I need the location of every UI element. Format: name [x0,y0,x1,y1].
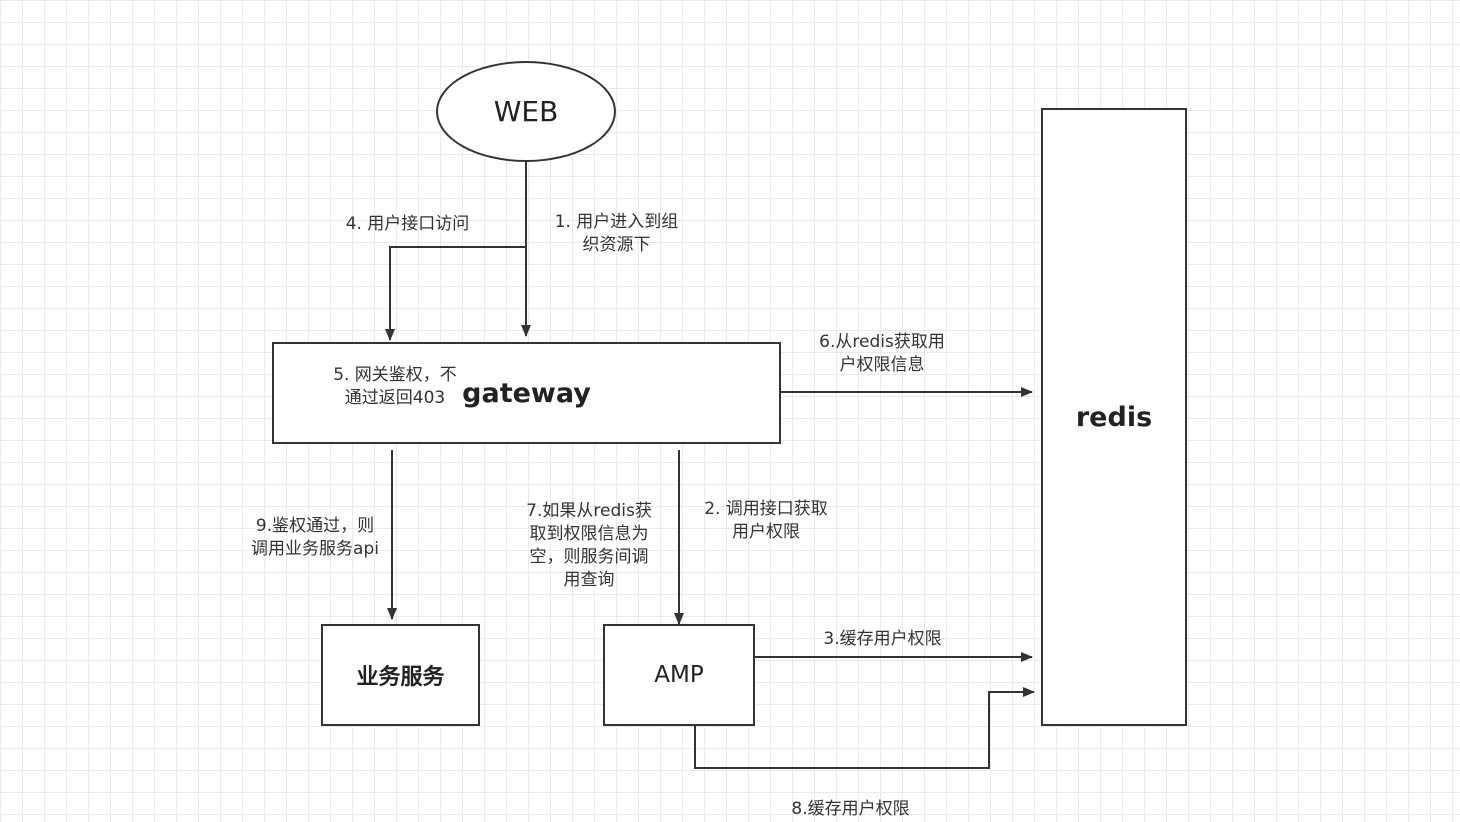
step1-label: 1. 用户进入到组 织资源下 [554,212,679,255]
arrow-amp-to-redis-cache-2 [694,687,1035,769]
step8-label: 8.缓存用户权限 [791,799,910,819]
step5-label: 5. 网关鉴权，不 通过返回403 [333,365,457,408]
step3-label: 3.缓存用户权限 [823,629,942,649]
redis-node: redis [1041,108,1187,726]
gateway-node-label: gateway [462,377,591,409]
business-service-node-label: 业务服务 [356,665,445,690]
gateway-node: gateway [272,342,781,444]
redis-node-label: redis [1075,401,1153,433]
web-node-label: WEB [493,95,559,128]
arrow-user-access [385,246,526,341]
step2-label: 2. 调用接口获取 用户权限 [704,499,828,542]
amp-node: AMP [603,624,755,726]
business-service-node: 业务服务 [321,624,480,726]
step9-label: 9.鉴权通过，则 调用业务服务api [251,516,379,559]
web-node: WEB [436,61,616,162]
step7-label: 7.如果从redis获 取到权限信息为 空，则服务间调 用查询 [526,501,652,590]
step4-label: 4. 用户接口访问 [345,214,470,234]
step6-label: 6.从redis获取用 户权限信息 [819,332,945,375]
amp-node-label: AMP [654,662,704,688]
